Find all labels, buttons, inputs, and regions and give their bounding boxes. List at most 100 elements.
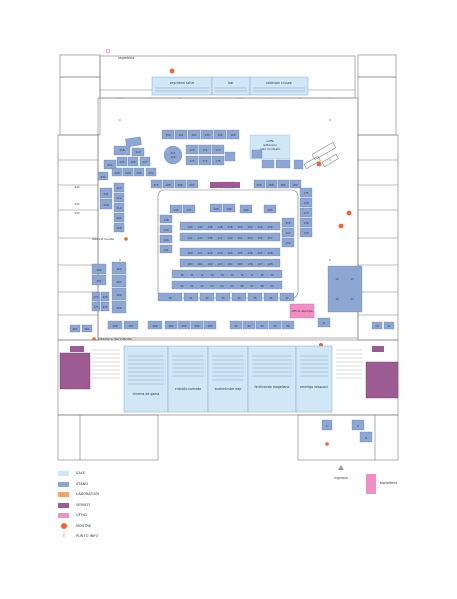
- svg-text:151: 151: [238, 236, 243, 240]
- servizi-left[interactable]: [59, 352, 91, 390]
- svg-text:199: 199: [227, 207, 232, 211]
- svg-text:201: 201: [73, 327, 78, 331]
- svg-text:42: 42: [205, 296, 209, 300]
- svg-text:146: 146: [218, 225, 223, 229]
- exhibit-marker-icon[interactable]: [346, 210, 352, 216]
- svg-text:287: 287: [129, 324, 134, 328]
- svg-text:123: 123: [218, 251, 223, 255]
- svg-text:147: 147: [218, 236, 223, 240]
- svg-text:136: 136: [174, 208, 179, 212]
- svg-text:188: 188: [269, 183, 274, 187]
- svg-text:212: 212: [117, 196, 122, 200]
- svg-text:244: 244: [75, 185, 80, 189]
- info-point-icon[interactable]: [124, 237, 128, 241]
- hall-ferdinando[interactable]: [247, 345, 297, 413]
- legend-label: PUNTO INFO: [76, 534, 99, 538]
- svg-text:16: 16: [335, 297, 339, 301]
- ufficio-stampa[interactable]: [289, 303, 315, 319]
- svg-text:205: 205: [268, 208, 273, 212]
- svg-text:54: 54: [220, 284, 224, 288]
- hall-buckminster[interactable]: [207, 345, 249, 413]
- servizi-center[interactable]: [210, 182, 240, 188]
- svg-text:40: 40: [168, 296, 172, 300]
- svg-text:139: 139: [164, 228, 169, 232]
- svg-text:171: 171: [203, 148, 208, 152]
- svg-text:155: 155: [258, 236, 263, 240]
- svg-text:74: 74: [220, 273, 224, 277]
- svg-text:153: 153: [248, 236, 253, 240]
- svg-text:138: 138: [164, 218, 169, 222]
- info-pin-icon: i: [63, 532, 65, 539]
- hall-amerigo-label: amerigo vespucci: [300, 385, 328, 389]
- svg-text:75: 75: [230, 273, 234, 277]
- hall-amerigo[interactable]: [295, 345, 333, 413]
- diagonal-stands: [303, 142, 339, 169]
- svg-text:176: 176: [304, 201, 309, 205]
- svg-text:175: 175: [216, 159, 221, 163]
- legend-label: SALE: [76, 471, 86, 475]
- svg-text:14: 14: [335, 277, 339, 281]
- svg-text:215: 215: [154, 183, 159, 187]
- svg-text:108: 108: [268, 262, 273, 266]
- mostre-dot-icon: [61, 522, 67, 529]
- svg-text:124: 124: [228, 251, 233, 255]
- legend-swatch: [58, 502, 69, 508]
- svg-text:209: 209: [117, 216, 122, 220]
- svg-text:218: 218: [120, 148, 125, 152]
- info-point-icon[interactable]: [92, 337, 96, 341]
- svg-text:1: 1: [326, 424, 328, 428]
- svg-text:181: 181: [179, 133, 184, 137]
- svg-text:208: 208: [166, 183, 171, 187]
- svg-text:275: 275: [103, 305, 108, 309]
- svg-text:274: 274: [94, 295, 99, 299]
- svg-text:183: 183: [205, 133, 210, 137]
- legend-item-mostre: MOSTRE: [58, 522, 178, 534]
- svg-text:104: 104: [228, 262, 233, 266]
- svg-text:232: 232: [101, 175, 106, 179]
- svg-text:185: 185: [231, 133, 236, 137]
- svg-text:58: 58: [260, 284, 264, 288]
- svg-text:213: 213: [117, 186, 122, 190]
- svg-text:204: 204: [244, 208, 249, 212]
- sala-robinson-label: robinson crusoe: [266, 81, 291, 85]
- info-point-icon[interactable]: [105, 48, 111, 54]
- library-left-label: labirinti tonate: [92, 237, 114, 241]
- svg-text:36: 36: [286, 324, 290, 328]
- svg-text:3: 3: [365, 436, 367, 440]
- svg-text:145: 145: [208, 236, 213, 240]
- sala-bar[interactable]: [211, 76, 251, 96]
- sala-zeychenn[interactable]: [151, 76, 213, 96]
- svg-text:35: 35: [273, 324, 277, 328]
- svg-text:46: 46: [269, 296, 273, 300]
- exhibit-marker-icon[interactable]: [169, 68, 175, 74]
- svg-text:13: 13: [375, 324, 379, 328]
- servizi-left-top[interactable]: [70, 346, 84, 352]
- building-walls: [57, 54, 399, 461]
- legend-label: LABORATORI: [76, 492, 99, 496]
- svg-text:148: 148: [228, 225, 233, 229]
- svg-text:268: 268: [117, 306, 122, 310]
- ticket-office[interactable]: [366, 474, 376, 494]
- info-point-icon[interactable]: [325, 442, 329, 446]
- svg-text:51: 51: [190, 284, 194, 288]
- caffe-label-3: ristò modesto: [260, 147, 281, 151]
- servizi-right[interactable]: [365, 361, 399, 399]
- hall-cinema[interactable]: [123, 345, 169, 413]
- svg-text:59: 59: [270, 284, 274, 288]
- svg-text:11: 11: [387, 324, 391, 328]
- sala-robinson[interactable]: [249, 76, 309, 96]
- exhibit-marker-icon[interactable]: [316, 161, 322, 167]
- exhibit-marker-icon[interactable]: [338, 223, 344, 229]
- svg-text:206: 206: [178, 183, 183, 187]
- svg-text:71: 71: [190, 273, 194, 277]
- svg-text:117: 117: [286, 231, 291, 235]
- svg-text:282: 282: [169, 324, 174, 328]
- svg-text:122: 122: [208, 251, 213, 255]
- svg-text:141: 141: [188, 236, 193, 240]
- servizi-right-top[interactable]: [372, 346, 384, 352]
- legend-label: SERVIZI: [76, 502, 90, 507]
- entrance-arrow-icon[interactable]: [338, 465, 344, 470]
- svg-text:50: 50: [180, 284, 184, 288]
